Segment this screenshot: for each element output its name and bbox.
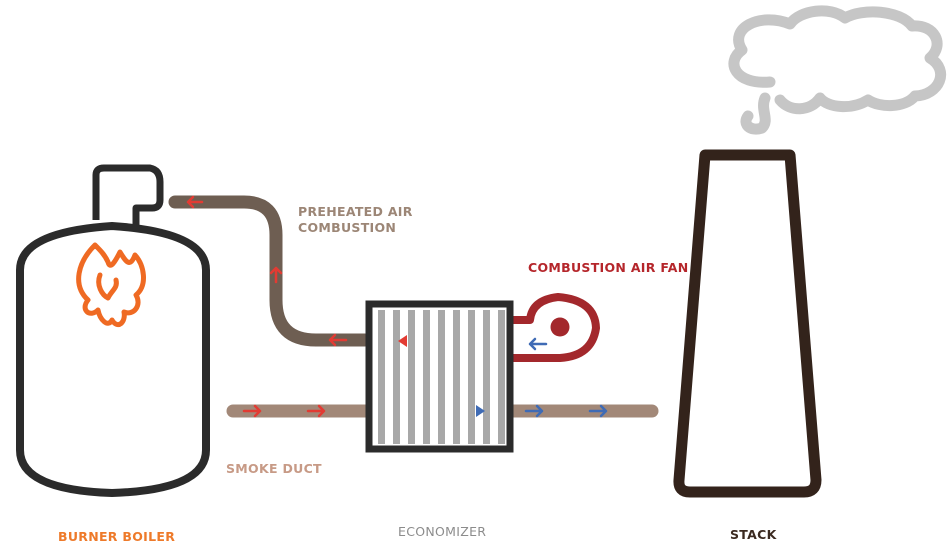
- burner-boiler: [16, 164, 210, 498]
- smoke-duct-label: SMOKE DUCT: [226, 461, 322, 476]
- economizer-air-arrow: [398, 335, 482, 347]
- stack-chimney: [673, 149, 822, 498]
- burner-boiler-label: BURNER BOILER: [58, 529, 176, 544]
- smoke-cloud-icon: [728, 5, 947, 135]
- combustion-air-fan-label: COMBUSTION AIR FAN: [528, 260, 689, 275]
- preheated-air-label: PREHEATED AIR COMBUSTION: [298, 204, 413, 236]
- economizer-label: ECONOMIZER: [398, 524, 487, 539]
- preheated-air-duct: [168, 195, 372, 347]
- economizer-gas-arrow: [396, 405, 485, 417]
- stack-label: STACK: [730, 527, 777, 542]
- preheated-air-label-line2: COMBUSTION: [298, 220, 397, 235]
- flow-arrows: [186, 195, 608, 418]
- preheated-air-label-line1: PREHEATED AIR: [298, 204, 413, 219]
- flame-icon: [76, 242, 146, 327]
- fan-icon: [513, 293, 600, 362]
- economizer: [365, 300, 514, 453]
